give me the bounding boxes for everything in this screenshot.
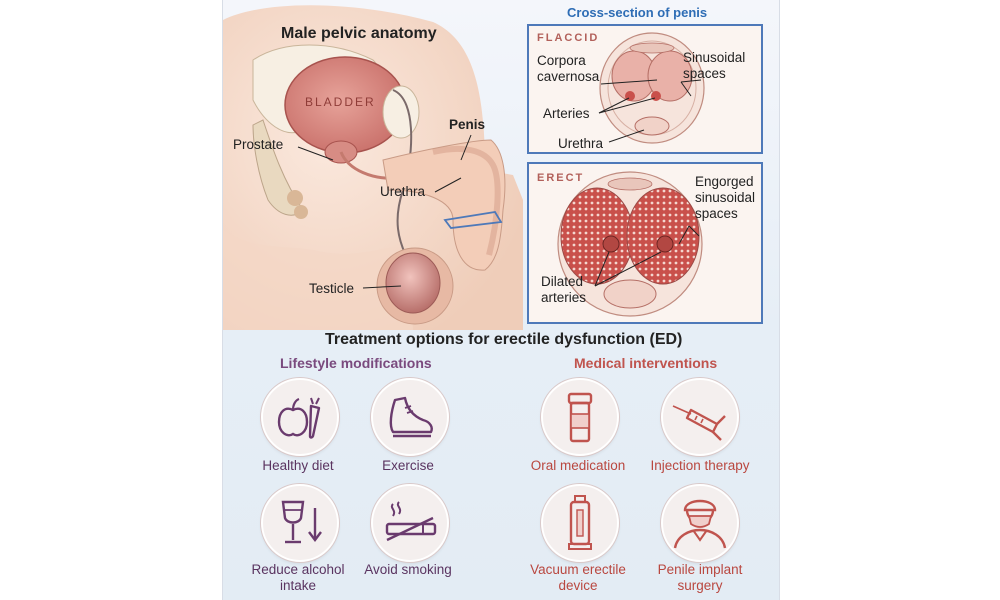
anatomy-title: Male pelvic anatomy xyxy=(281,25,437,42)
medical-heading: Medical interventions xyxy=(574,355,718,371)
vacuum-device-circle xyxy=(541,484,619,562)
syringe-icon xyxy=(672,405,726,441)
pelvic-anatomy-illustration: BLADDER xyxy=(223,5,523,330)
penile-implant-label-1: Penile implant xyxy=(657,562,743,577)
oral-medication-circle xyxy=(541,378,619,456)
erect-tag: ERECT xyxy=(537,172,585,184)
pill-bottle-icon xyxy=(567,392,593,443)
vacuum-device-label-1: Vacuum erectile xyxy=(530,562,626,577)
treatment-title: Treatment options for erectile dysfuncti… xyxy=(325,331,683,348)
cross-section-title: Cross-section of penis xyxy=(567,5,708,20)
vacuum-device-icon xyxy=(568,495,592,550)
engorged-label-2: sinusoidal xyxy=(695,190,756,205)
apple-carrot-icon xyxy=(277,397,321,439)
healthy-diet-circle xyxy=(261,378,339,456)
surgeon-icon xyxy=(673,499,727,549)
reduce-alcohol-circle xyxy=(261,484,339,562)
reduce-alcohol-label-2: intake xyxy=(279,578,317,593)
penile-implant-circle xyxy=(661,484,739,562)
infographic-panel: BLADDER Male pelvic anatomy Prostate Pen… xyxy=(222,0,780,600)
bladder-label: BLADDER xyxy=(305,95,376,109)
prostate-label: Prostate xyxy=(233,137,284,152)
oral-medication-label: Oral medication xyxy=(530,458,626,473)
penis-label: Penis xyxy=(449,117,486,132)
sinusoidal-label-2: spaces xyxy=(683,66,726,81)
sinusoidal-label-1: Sinusoidal xyxy=(683,50,746,65)
wine-glass-icon xyxy=(281,500,322,544)
urethra-label: Urethra xyxy=(380,184,426,199)
exercise-label: Exercise xyxy=(382,458,434,473)
dilated-label-2: arteries xyxy=(541,290,587,305)
testicle-label: Testicle xyxy=(309,281,355,296)
vacuum-device-label-2: device xyxy=(558,578,598,593)
cigarette-icon xyxy=(385,501,437,542)
penile-implant-label-2: surgery xyxy=(677,578,723,593)
exercise-circle xyxy=(371,378,449,456)
flaccid-section-box: FLACCID Corpora cavernosa Sinusoidal spa… xyxy=(527,24,763,154)
sneaker-icon xyxy=(389,396,433,438)
reduce-alcohol-label-1: Reduce alcohol xyxy=(251,562,345,577)
engorged-label-3: spaces xyxy=(695,206,738,221)
arteries-label: Arteries xyxy=(543,106,590,121)
flaccid-urethra-label: Urethra xyxy=(558,136,604,151)
injection-therapy-circle xyxy=(661,378,739,456)
avoid-smoking-circle xyxy=(371,484,449,562)
lifestyle-heading: Lifestyle modifications xyxy=(280,355,432,371)
dilated-label-1: Dilated xyxy=(541,274,584,289)
flaccid-tag: FLACCID xyxy=(537,32,600,44)
erect-section-box: ERECT Engorged sinusoidal spaces Dilated xyxy=(527,162,763,324)
injection-therapy-label: Injection therapy xyxy=(650,458,750,473)
engorged-label-1: Engorged xyxy=(695,174,754,189)
corpora-label-2: cavernosa xyxy=(537,69,600,84)
erect-cross-section-drawing xyxy=(557,171,703,317)
healthy-diet-label: Healthy diet xyxy=(262,458,334,473)
avoid-smoking-label: Avoid smoking xyxy=(364,562,452,577)
flaccid-cross-section-drawing xyxy=(598,32,705,144)
corpora-label-1: Corpora xyxy=(537,53,586,68)
